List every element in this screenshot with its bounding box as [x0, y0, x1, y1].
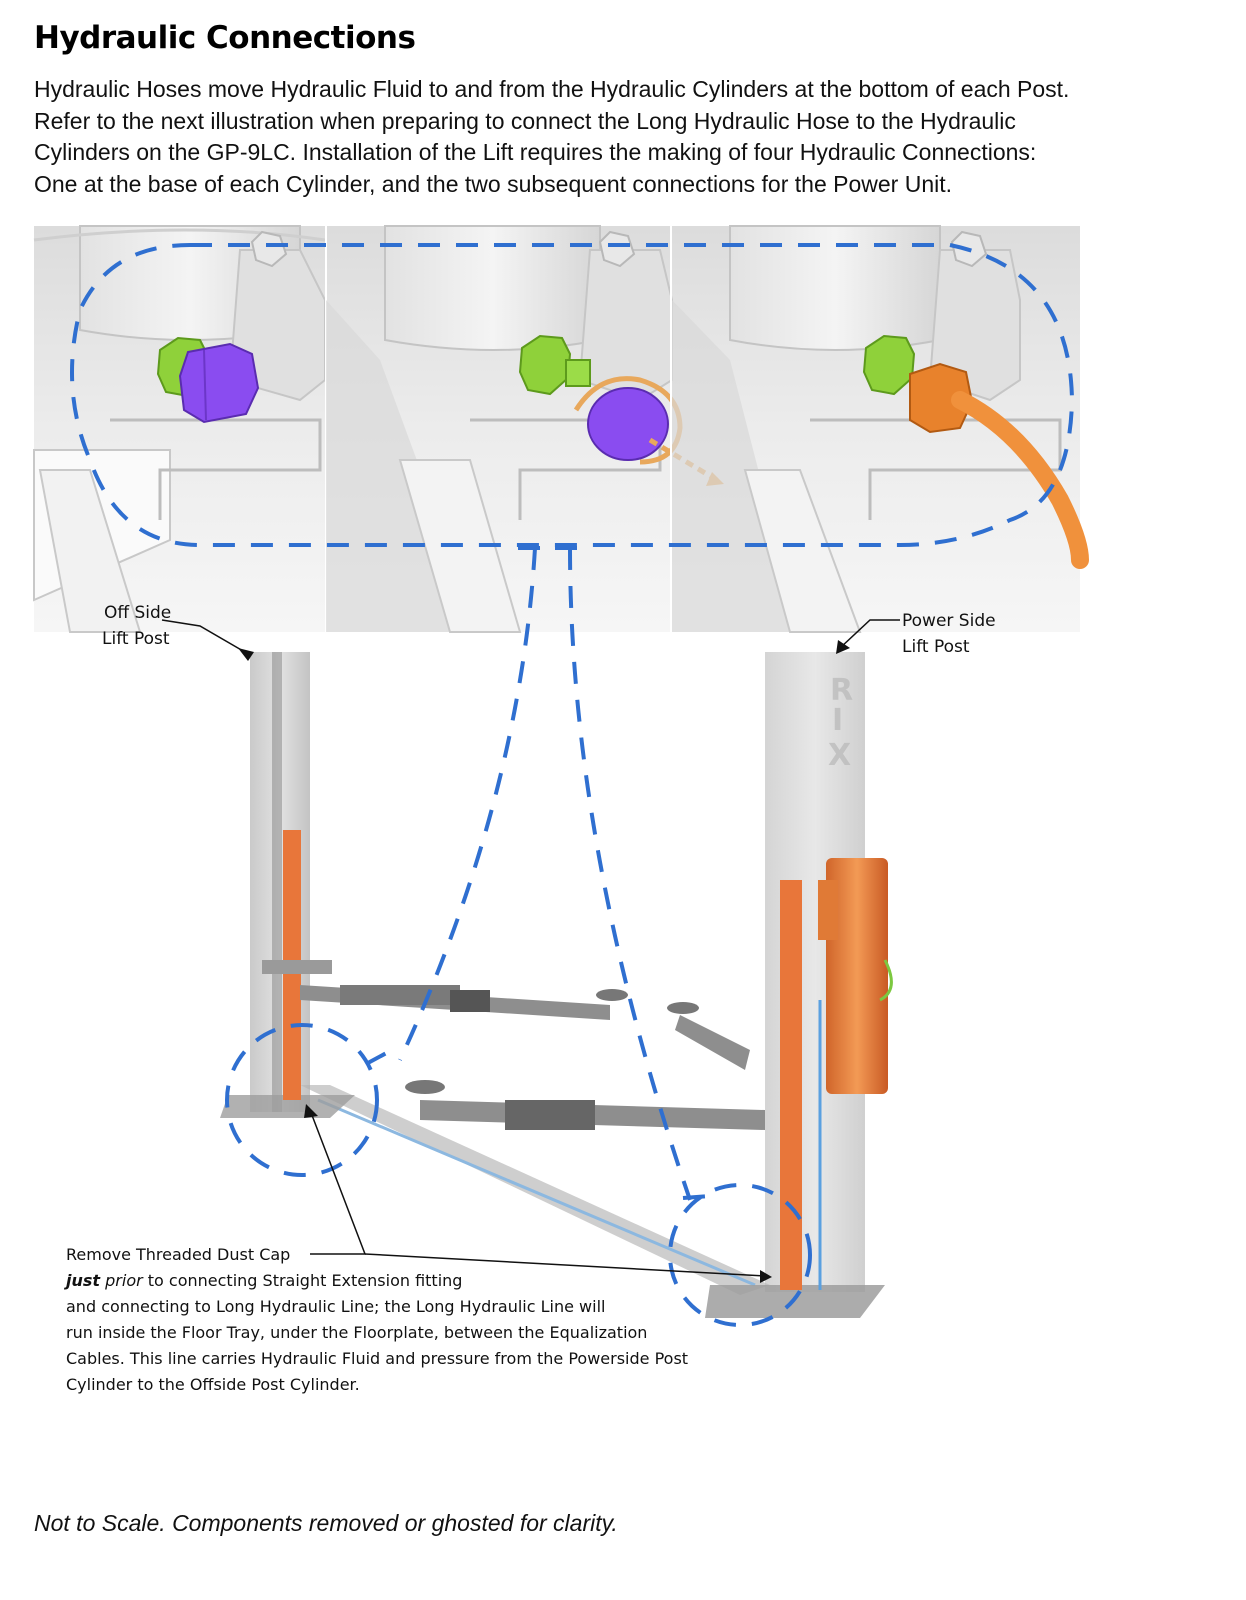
- power-side-label: Power Side: [902, 611, 996, 631]
- panel-connect-hose: [670, 225, 1089, 633]
- detail-panels: [33, 225, 1089, 633]
- panel-dust-cap: [33, 225, 326, 633]
- dust-cap: [178, 342, 260, 424]
- power-unit-motor: [826, 858, 888, 1094]
- off-side-label: Lift Post: [102, 629, 170, 649]
- svg-text:R: R: [830, 673, 853, 708]
- note-text: to connecting Straight Extension fitting: [142, 1271, 463, 1290]
- note-line: just prior to connecting Straight Extens…: [66, 1268, 688, 1294]
- off-side-connection-highlight: [225, 1023, 379, 1177]
- note-line: run inside the Floor Tray, under the Flo…: [66, 1323, 648, 1342]
- dust-cap-note: Remove Threaded Dust Cap just prior to c…: [66, 1242, 688, 1398]
- off-side-label: Off Side: [104, 603, 171, 623]
- power-side-label: Lift Post: [902, 637, 970, 657]
- page-title: Hydraulic Connections: [34, 20, 416, 56]
- dust-cap: [587, 387, 669, 461]
- note-line: Cables. This line carries Hydraulic Flui…: [66, 1349, 689, 1368]
- panel-remove-cap: [325, 225, 724, 633]
- footer-note: Not to Scale. Components removed or ghos…: [34, 1510, 618, 1536]
- note-emphasis: just: [66, 1271, 101, 1290]
- lift-illustration: R I X: [161, 546, 900, 1327]
- note-line: Cylinder to the Offside Post Cylinder.: [66, 1375, 360, 1394]
- intro-line: Refer to the next illustration when prep…: [34, 107, 1016, 134]
- brand-mark: R I X: [828, 673, 853, 773]
- svg-text:I: I: [832, 703, 843, 738]
- off-side-post: [220, 652, 355, 1118]
- connection-guides: [365, 546, 711, 1201]
- power-side-cylinder: [780, 880, 802, 1290]
- intro-line: One at the base of each Cylinder, and th…: [34, 170, 953, 197]
- callout-leaders: [161, 619, 900, 1277]
- note-line: Remove Threaded Dust Cap: [66, 1245, 291, 1264]
- intro-line: Hydraulic Hoses move Hydraulic Fluid to …: [34, 76, 1070, 102]
- note-emphasis: prior: [105, 1271, 143, 1290]
- svg-text:X: X: [828, 738, 851, 773]
- note-line: and connecting to Long Hydraulic Line; t…: [66, 1297, 606, 1316]
- power-side-post: R I X: [705, 652, 893, 1318]
- hydraulic-hose: [951, 391, 1089, 569]
- detail-highlight-outline: [70, 243, 1075, 547]
- power-side-connection-highlight: [668, 1183, 812, 1327]
- hose-fitting: [909, 362, 974, 434]
- intro-line: Cylinders on the GP-9LC. Installation of…: [34, 139, 1037, 165]
- intro-paragraph: Hydraulic Hoses move Hydraulic Fluid to …: [34, 74, 1234, 200]
